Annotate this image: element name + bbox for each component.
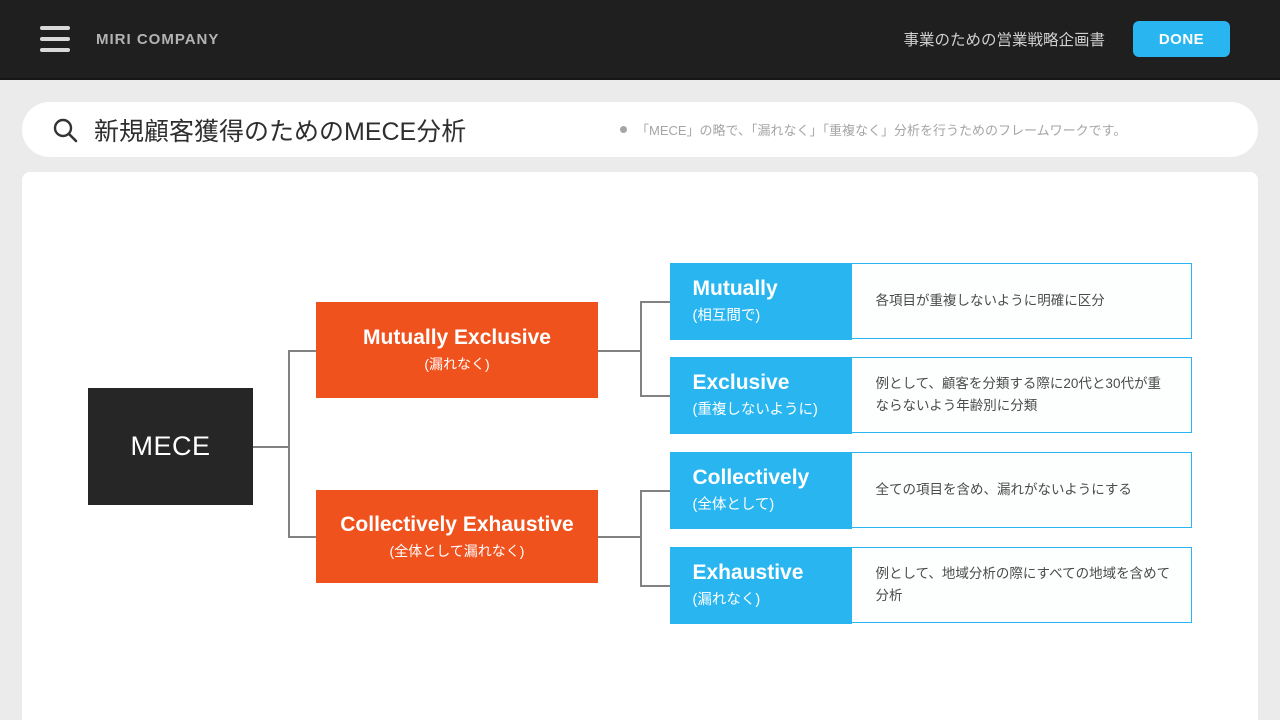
leaf-row-mutually[interactable]: Mutually (相互間で) 各項目が重複しないように明確に区分 <box>669 262 1192 340</box>
menu-icon[interactable] <box>40 26 70 52</box>
leaf-label: Exhaustive (漏れなく) <box>669 546 852 624</box>
app-header: MIRI COMPANY 事業のための営業戦略企画書 DONE <box>0 0 1280 80</box>
connector-line <box>640 301 642 396</box>
connector-line <box>640 490 642 586</box>
leaf-description: 例として、顧客を分類する際に20代と30代が重ならないよう年齢別に分類 <box>875 375 1161 413</box>
leaf-label: Mutually (相互間で) <box>669 262 852 340</box>
connector-line <box>288 350 316 352</box>
connector-line <box>288 350 290 537</box>
connector-line <box>598 350 640 352</box>
connector-line <box>598 536 640 538</box>
node-mutually-exclusive[interactable]: Mutually Exclusive (漏れなく) <box>316 302 598 398</box>
leaf-title: Collectively <box>692 466 810 489</box>
node-mece-root[interactable]: MECE <box>88 388 253 505</box>
leaf-row-exclusive[interactable]: Exclusive (重複しないように) 例として、顧客を分類する際に20代と3… <box>669 356 1192 434</box>
connector-line <box>640 490 670 492</box>
leaf-subtitle: (全体として) <box>692 497 775 513</box>
leaf-subtitle: (漏れなく) <box>692 592 761 608</box>
diagram-canvas: MECE Mutually Exclusive (漏れなく) Collectiv… <box>22 172 1258 720</box>
bullet-icon <box>620 126 627 133</box>
connector-line <box>640 395 670 397</box>
search-icon <box>53 118 78 142</box>
branch-subtitle: (漏れなく) <box>424 356 490 372</box>
leaf-description: 例として、地域分析の際にすべての地域を含めて分析 <box>875 565 1171 603</box>
done-button[interactable]: DONE <box>1133 21 1230 57</box>
search-input[interactable] <box>94 115 614 144</box>
document-title: 事業のための営業戦略企画書 <box>903 32 1105 49</box>
leaf-label: Collectively (全体として) <box>669 451 852 529</box>
connector-line <box>640 585 670 587</box>
leaf-label: Exclusive (重複しないように) <box>669 356 852 434</box>
leaf-row-exhaustive[interactable]: Exhaustive (漏れなく) 例として、地域分析の際にすべての地域を含めて… <box>669 546 1192 624</box>
search-bar[interactable]: 「MECE」の略で、「漏れなく」「重複なく」分析を行うためのフレームワークです。 <box>22 102 1258 157</box>
leaf-subtitle: (相互間で) <box>692 308 761 324</box>
leaf-description: 全ての項目を含め、漏れがないようにする <box>875 481 1132 497</box>
branch-title: Collectively Exhaustive <box>340 512 574 536</box>
connector-line <box>288 536 316 538</box>
company-name: MIRI COMPANY <box>96 30 220 48</box>
leaf-subtitle: (重複しないように) <box>692 402 818 418</box>
node-collectively-exhaustive[interactable]: Collectively Exhaustive (全体として漏れなく) <box>316 490 598 583</box>
node-label: MECE <box>130 431 211 461</box>
search-hint-text: 「MECE」の略で、「漏れなく」「重複なく」分析を行うためのフレームワークです。 <box>636 123 1127 138</box>
leaf-row-collectively[interactable]: Collectively (全体として) 全ての項目を含め、漏れがないようにする <box>669 451 1192 529</box>
leaf-title: Mutually <box>692 277 778 300</box>
connector-line <box>640 301 670 303</box>
branch-title: Mutually Exclusive <box>363 326 551 349</box>
branch-subtitle: (全体として漏れなく) <box>389 542 525 559</box>
connector-line <box>253 446 288 448</box>
leaf-title: Exhaustive <box>692 561 804 584</box>
leaf-description: 各項目が重複しないように明確に区分 <box>875 292 1105 308</box>
leaf-title: Exclusive <box>692 371 790 394</box>
search-hint: 「MECE」の略で、「漏れなく」「重複なく」分析を行うためのフレームワークです。 <box>620 120 1126 139</box>
